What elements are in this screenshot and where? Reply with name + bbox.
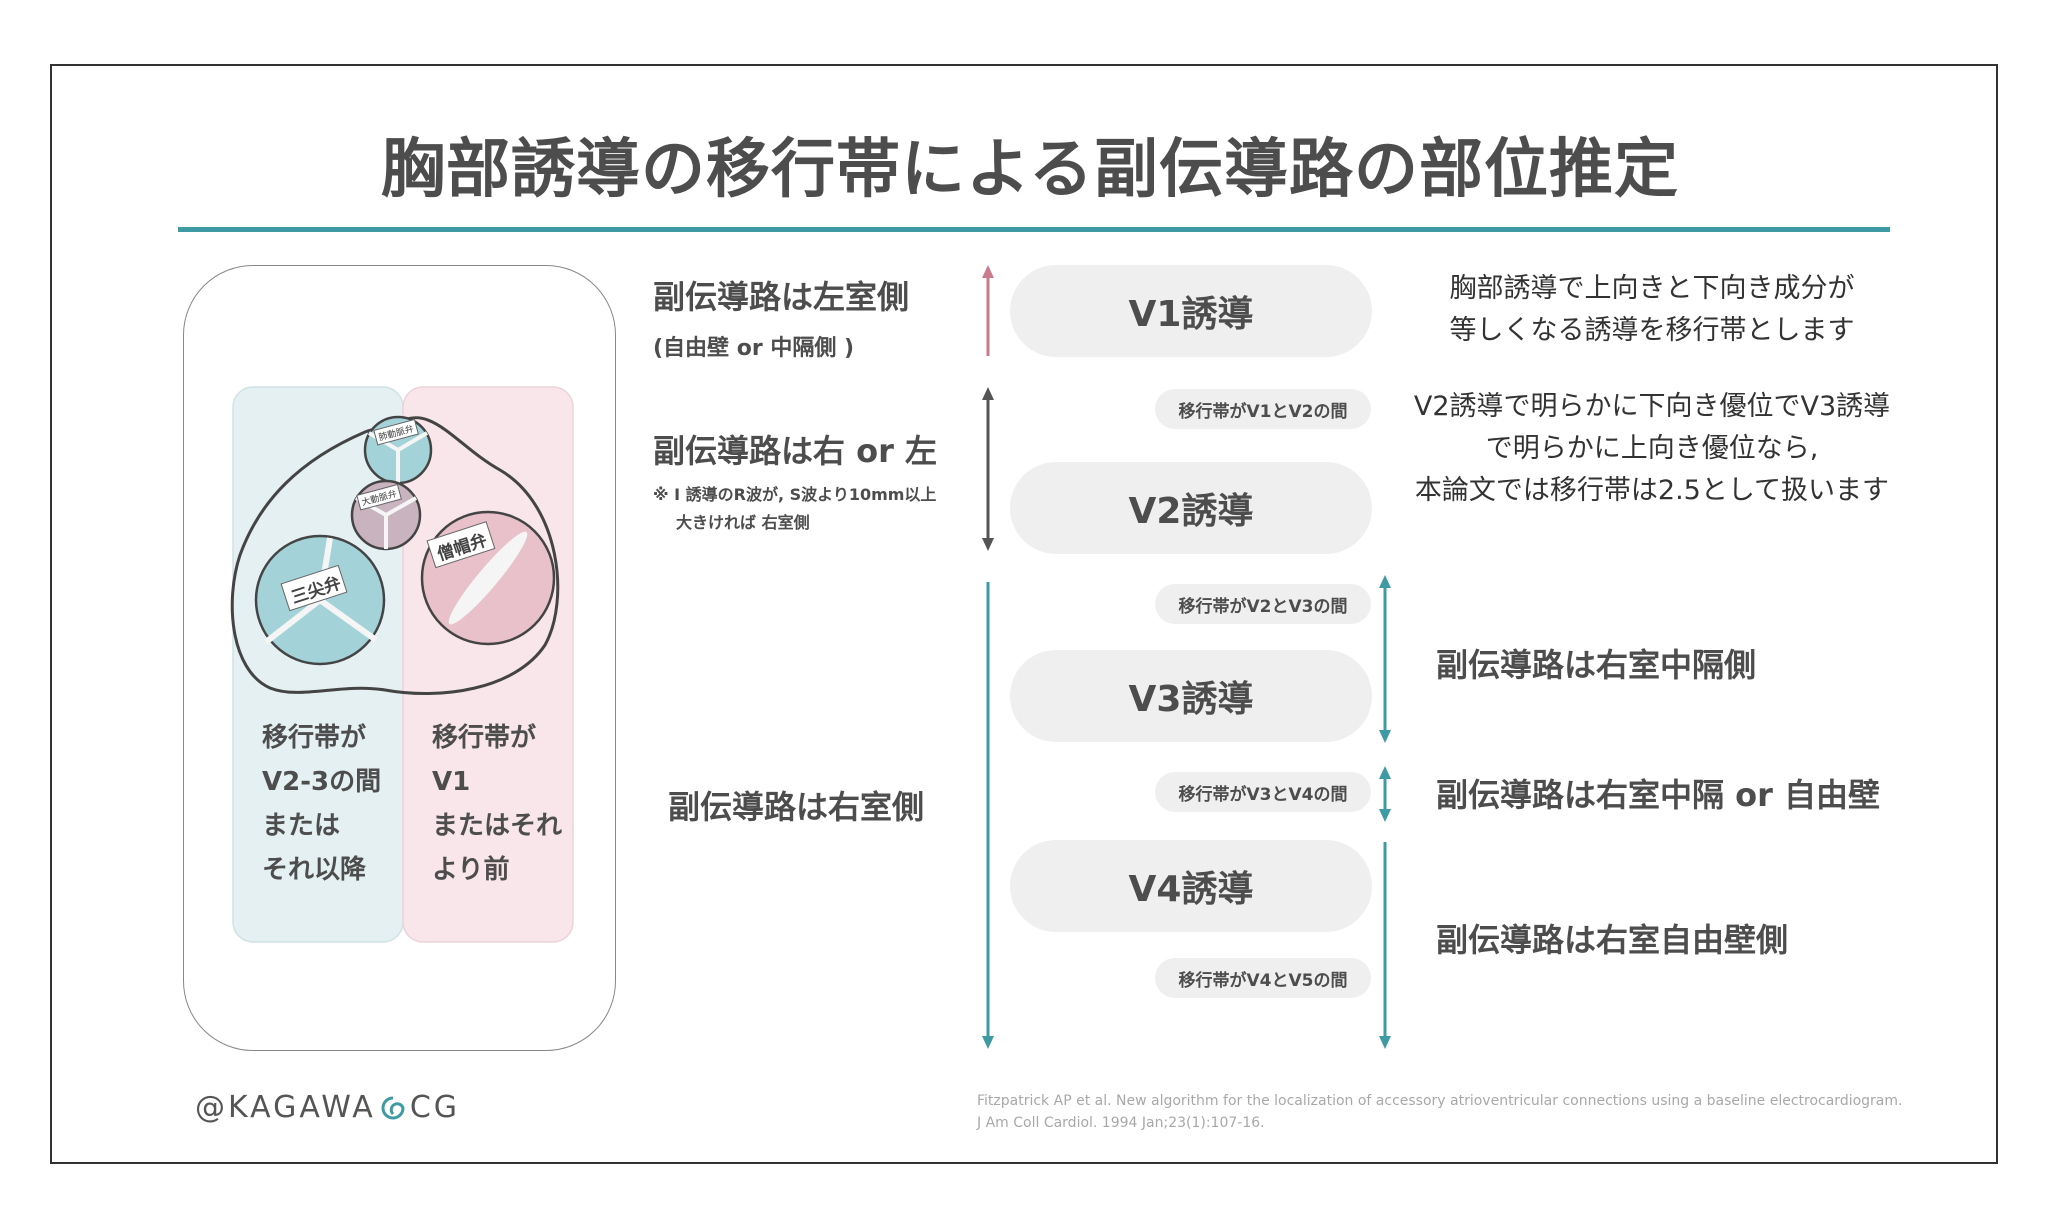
lv-region-sub: (自由壁 or 中隔側 ) [653,336,855,361]
lead-v4: V4誘導 [1010,840,1372,932]
transition-definition-note: 胸部誘導で上向きと下向き成分が 等しくなる誘導を移行帯とします [1449,273,1855,346]
aortic-tag [356,483,402,511]
mitral-tag [426,521,496,569]
rv-free-arrow [1379,842,1391,1049]
right-or-left-note-1: ※ I 誘導のR波が, S波より10mm以上 [653,485,937,504]
rv-septal-arrow [1379,575,1391,743]
right-or-left-arrow [982,387,994,551]
heart-outline [230,416,560,696]
tag-v1-v2: 移行帯がV1とV2の間 [1155,389,1371,429]
rv-arrow [982,582,994,1049]
lead-v3: V3誘導 [1010,650,1372,742]
page-title: 胸部誘導の移行帯による副伝導路の部位推定 [380,133,1680,207]
heart-diagram-card [183,265,616,1051]
lv-arrow [982,265,994,356]
citation: Fitzpatrick AP et al. New algorithm for … [977,1093,1903,1131]
tricuspid-tag [280,564,348,612]
blue-zone-label: 移行帯が V2-3の間 または それ以降 [262,723,382,885]
right-or-left-title: 副伝導路は右 or 左 [653,432,938,470]
lv-region-title: 副伝導路は左室側 [653,278,910,316]
rv-region-title: 副伝導路は右室側 [668,788,925,826]
swirl-icon [381,1096,405,1119]
pink-zone-label: 移行帯が V1 またはそれ より前 [432,723,563,885]
tag-v4-v5: 移行帯がV4とV5の間 [1155,958,1371,998]
brand-logo: @KAGAWA CG [195,1090,461,1125]
rv-septal-or-free-arrow [1379,766,1391,822]
rv-septal-or-free-label: 副伝導路は右室中隔 or 自由壁 [1436,776,1881,814]
pink-zone [402,386,574,943]
slide-frame [50,64,1998,1164]
v25-note: V2誘導で明らかに下向き優位でV3誘導 で明らかに上向き優位なら, 本論文では移… [1413,391,1891,506]
lead-v2: V2誘導 [1010,462,1372,554]
title-underline [178,227,1890,232]
rv-free-label: 副伝導路は右室自由壁側 [1436,921,1789,959]
tag-v2-v3: 移行帯がV2とV3の間 [1155,584,1371,624]
lead-v1: V1誘導 [1010,265,1372,357]
rv-septal-label: 副伝導路は右室中隔側 [1436,646,1757,684]
right-or-left-note-2: 大きければ 右室側 [676,513,810,532]
pulmonary-tag [373,418,419,446]
tag-v3-v4: 移行帯がV3とV4の間 [1155,772,1371,812]
